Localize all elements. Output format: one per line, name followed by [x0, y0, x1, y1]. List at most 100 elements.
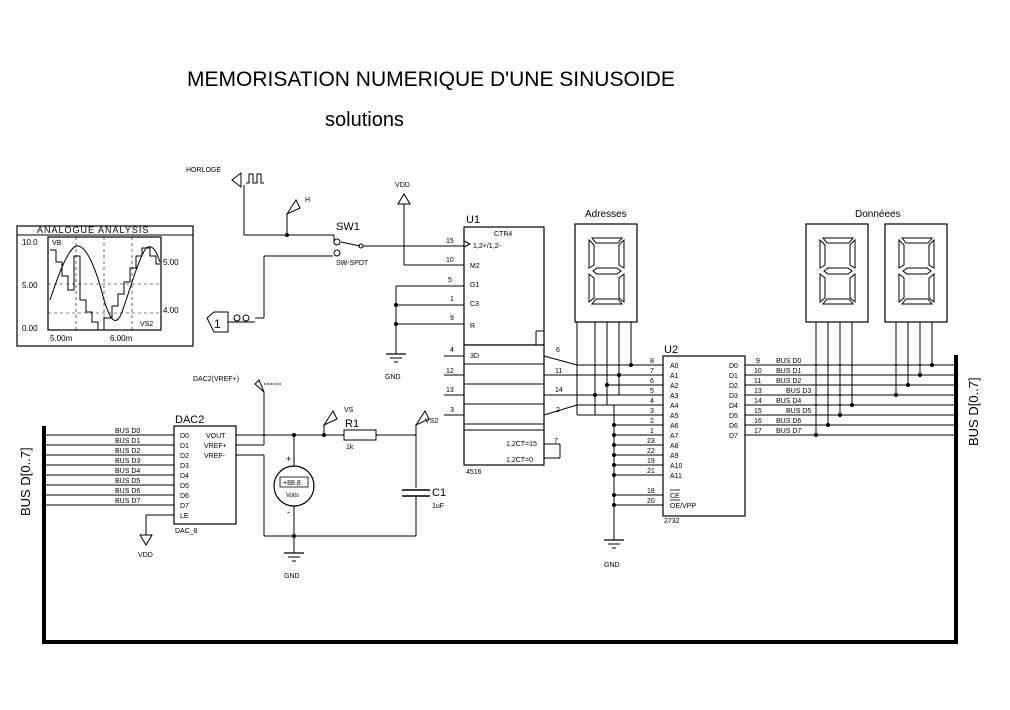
- bus-left-d1: BUS D1: [115, 438, 140, 445]
- u2-d7-num: 17: [754, 428, 762, 435]
- bus-left-d5: BUS D5: [115, 478, 140, 485]
- u1-pin5-num: 5: [448, 277, 452, 284]
- bus-left-d0: BUS D0: [115, 428, 140, 435]
- analogue-analysis-graph: ANALOGUE ANALYSIS 10.0 5.00 0.00 5.00 4.…: [16, 225, 194, 347]
- dac2-in-d5: D5: [180, 483, 189, 490]
- u2-d4-num: 14: [754, 398, 762, 405]
- trace-vb-label: VB: [52, 240, 62, 247]
- r1-ref: R1: [345, 418, 359, 430]
- u2-addr-labels: 8 A0 7 A1 6 A2 5 A3 4 A4 3 A5 2 A6 1 A7 …: [647, 358, 696, 510]
- bus-right-d1: BUS D1: [776, 368, 801, 375]
- u1-carry-pin: 7: [554, 438, 558, 445]
- u2-a3-name: A3: [670, 393, 679, 400]
- staircase-trace: [50, 247, 160, 331]
- bus-name-right: BUS D[0..7]: [966, 377, 981, 446]
- dac2-ref: DAC2: [175, 414, 204, 426]
- h-probe-label: H: [305, 197, 310, 204]
- addr-segments: [588, 237, 625, 305]
- u2-d6-num: 16: [754, 418, 762, 425]
- u2-a5-name: A5: [670, 413, 679, 420]
- bus-left-d6: BUS D6: [115, 488, 140, 495]
- u2-d4-name: D4: [729, 403, 738, 410]
- u2-a6-name: A6: [670, 423, 679, 430]
- u2-address-pins: GND: [604, 364, 663, 569]
- bus-right-d0: BUS D0: [776, 358, 801, 365]
- bus-name-left: BUS D[0..7]: [18, 447, 33, 516]
- y2-axis-top-label: 5.00: [163, 258, 179, 267]
- u2-a11-num: 21: [647, 468, 655, 475]
- u2-a10-num: 19: [647, 458, 655, 465]
- dac2-out-vrefm: VREF-: [204, 453, 226, 460]
- u2-a3-num: 5: [650, 388, 654, 395]
- data-low-segments: [898, 237, 935, 305]
- u1-pin1-name: C3: [470, 301, 479, 308]
- u1-carry-b: 1,2CT=0: [506, 457, 533, 464]
- dac2-in-d2: D2: [180, 453, 189, 460]
- graph-grid: [48, 237, 161, 330]
- dac2-in-d3: D3: [180, 463, 189, 470]
- u1-pin10-name: M2: [470, 263, 480, 270]
- display-donnees: Donnéees: [805, 209, 948, 437]
- vdd-dac-label: VDD: [138, 552, 153, 559]
- diagram-title: MEMORISATION NUMERIQUE D'UNE SINUSOIDE: [187, 68, 675, 91]
- u2-d5-num: 15: [754, 408, 762, 415]
- u2-a5-num: 3: [650, 408, 654, 415]
- u1-pin5-name: G1: [470, 282, 479, 289]
- dac2-in-d0: D0: [180, 433, 189, 440]
- u2-a7-name: A7: [670, 433, 679, 440]
- u1-out-pin11: 11: [555, 368, 562, 375]
- bus-right-d2: BUS D2: [776, 378, 801, 385]
- u2-ref: U2: [664, 344, 678, 356]
- dac2-in-le: LE: [180, 513, 189, 520]
- u1-function: CTR4: [494, 231, 512, 238]
- dac2-out-vout: VOUT: [206, 433, 226, 440]
- dac2-converter: DAC2 DAC_8 D0 D1 D2 D3 D4 D5 D6 D7 LE VO…: [46, 414, 237, 559]
- u2-a8-num: 23: [647, 438, 655, 445]
- u1-pin15-name: 1,2+/1,2-: [473, 243, 501, 250]
- vdd-supply-top: VDD: [395, 182, 464, 266]
- bus-right-d7: BUS D7: [776, 428, 801, 435]
- bus-left-d3: BUS D3: [115, 458, 140, 465]
- donnees-label: Donnéees: [855, 209, 901, 220]
- u2-oe-num: 20: [647, 498, 655, 505]
- display-adresses: Adresses: [574, 209, 650, 416]
- sw1-ref: SW1: [336, 221, 360, 233]
- u2-ce-name: CE: [670, 493, 680, 500]
- u2-d6-name: D6: [729, 423, 738, 430]
- c1-value: 1uF: [432, 503, 444, 510]
- u2-d0-name: D0: [729, 363, 738, 370]
- u1-pin9-num: 9: [450, 315, 454, 322]
- u2-eprom-2732: U2 2732: [604, 344, 955, 569]
- graph-title: ANALOGUE ANALYSIS: [37, 225, 149, 235]
- trace-vs2-label: VS2: [140, 321, 153, 328]
- vs2-probe-label: VS2: [425, 418, 438, 425]
- bus-left-d7: BUS D7: [115, 498, 140, 505]
- y-axis-bottom-label: 0.00: [22, 324, 38, 333]
- dac-vref-probe: DAC2(VREF+): [193, 376, 282, 446]
- u1-out-pin6: 6: [556, 347, 560, 354]
- dac2-in-d1: D1: [180, 443, 189, 450]
- u2-d5-name: D5: [729, 413, 738, 420]
- c1-ref: C1: [432, 487, 446, 499]
- u2-a2-num: 6: [650, 378, 654, 385]
- voltmeter-plus: +: [286, 454, 291, 464]
- u2-a1-num: 7: [650, 368, 654, 375]
- u2-a0-num: 8: [650, 358, 654, 365]
- gnd-u2-label: GND: [604, 562, 620, 569]
- dac2-in-d7: D7: [180, 503, 189, 510]
- u2-a9-num: 22: [647, 448, 655, 455]
- u2-a4-num: 4: [650, 398, 654, 405]
- voltmeter-minus: -: [287, 507, 290, 517]
- u2-d1-num: 10: [754, 368, 762, 375]
- x-axis-left-label: 5.00m: [50, 334, 73, 343]
- u1-pin15-num: 15: [446, 238, 454, 245]
- u1-counter-4516: U1 CTR4 1,2+/1,2- 15 M2 10 G1 5 C3 1 R 9…: [385, 214, 650, 476]
- u1-pin1-num: 1: [450, 296, 454, 303]
- x-axis-right-label: 6.00m: [110, 334, 133, 343]
- bus-left-d2: BUS D2: [115, 448, 140, 455]
- horloge-label: HORLOGE: [186, 167, 221, 174]
- bus-right-d6: BUS D6: [776, 418, 801, 425]
- u2-a10-name: A10: [670, 463, 683, 470]
- dac2-in-d6: D6: [180, 493, 189, 500]
